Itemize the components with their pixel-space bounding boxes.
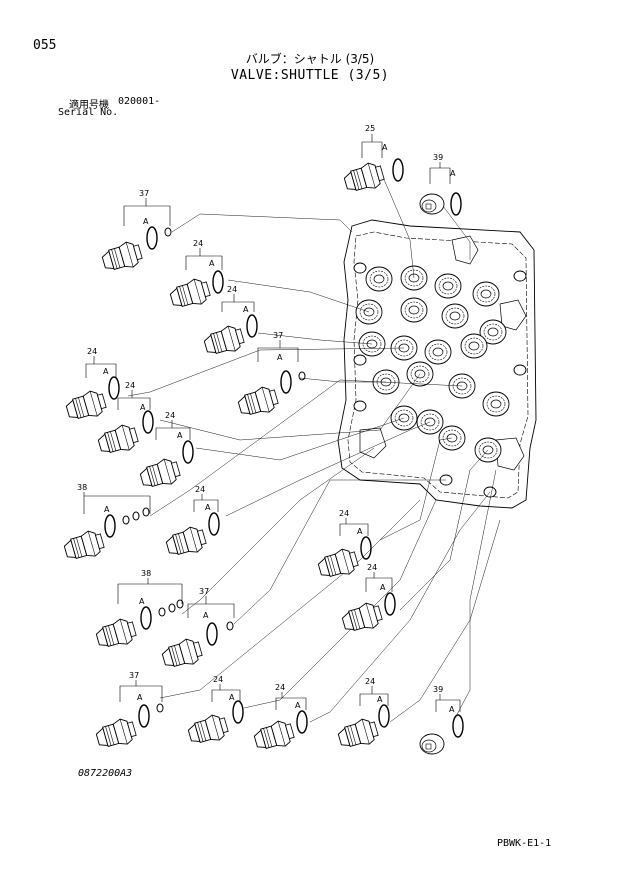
callout-24-b: 24: [227, 285, 237, 294]
fitting-37-bottom: [93, 715, 139, 752]
callout-24-j: 24: [275, 683, 285, 692]
callout-labels: 25 39 37 24 24 37 24 24 24 38 24 24 24 3…: [77, 124, 443, 694]
callout-24-h: 24: [367, 563, 377, 572]
fitting-24-d: [95, 421, 141, 458]
fitting-24-k: [335, 715, 381, 752]
plug-39-bottom: [419, 733, 445, 755]
a-marker: A: [357, 527, 363, 536]
callout-39-top: 39: [433, 153, 443, 162]
a-marker: A: [450, 169, 456, 178]
a-marker: A: [382, 143, 388, 152]
fitting-38-b: [93, 615, 139, 652]
fitting-24-g: [315, 545, 361, 582]
a-marker: A: [139, 597, 145, 606]
serial-label-english: Serial No.: [58, 107, 119, 118]
a-marker: A: [203, 611, 209, 620]
o-rings: [104, 158, 464, 738]
fitting-37-top: [99, 238, 145, 275]
a-marker: A: [295, 701, 301, 710]
callout-39-bottom: 39: [433, 685, 443, 694]
a-marker: A: [140, 403, 146, 412]
a-marker: A: [449, 705, 455, 714]
callout-37-low: 37: [199, 587, 209, 596]
callout-24-f: 24: [195, 485, 205, 494]
callout-24-c: 24: [87, 347, 97, 356]
a-marker: A: [277, 353, 283, 362]
fitting-38-a: [61, 527, 107, 564]
fitting-24-j: [251, 717, 297, 754]
callout-24-e: 24: [165, 411, 175, 420]
callout-24-k: 24: [365, 677, 375, 686]
a-marker: A: [205, 503, 211, 512]
callout-37-mid: 37: [273, 331, 283, 340]
page-number: 055: [33, 38, 57, 53]
serial-label-japanese: 適用号機: [69, 100, 109, 111]
fitting-24-f: [163, 523, 209, 560]
plug-39-top: [419, 193, 445, 215]
fitting-24-h: [339, 599, 385, 636]
callout-24-d: 24: [125, 381, 135, 390]
callout-37-top: 37: [139, 189, 149, 198]
a-marker: A: [380, 583, 386, 592]
a-marker: A: [137, 693, 143, 702]
callout-24-a: 24: [193, 239, 203, 248]
fitting-24-a: [167, 275, 213, 312]
document-code: PBWK-E1-1: [497, 838, 552, 849]
drawing-number: 0872200A3: [78, 768, 133, 779]
fitting-37-mid: [235, 383, 281, 420]
a-marker: A: [143, 217, 149, 226]
serial-number-value: 020001-: [118, 96, 161, 107]
callout-24-g: 24: [339, 509, 349, 518]
fitting-24-i: [185, 711, 231, 748]
fitting-25: [341, 159, 387, 196]
a-marker: A: [104, 505, 110, 514]
a-marker: A: [177, 431, 183, 440]
leader-lines: [127, 169, 501, 723]
a-markers: A A A A A A A A A A A A A A A A A A A A: [103, 143, 456, 714]
a-marker: A: [209, 259, 215, 268]
callout-25: 25: [365, 124, 375, 133]
fitting-24-c: [63, 387, 109, 424]
a-marker: A: [229, 693, 235, 702]
title-japanese: バルブ：シャトル (3/5): [245, 52, 375, 66]
callout-brackets: [83, 134, 461, 712]
callout-38-a: 38: [77, 483, 87, 492]
fitting-37-low: [159, 635, 205, 672]
fitting-24-b: [201, 322, 247, 359]
fitting-24-e: [137, 455, 183, 492]
a-marker: A: [377, 695, 383, 704]
callout-24-i: 24: [213, 675, 223, 684]
a-marker: A: [103, 367, 109, 376]
a-marker: A: [243, 305, 249, 314]
valve-body: [337, 219, 537, 509]
callout-38-b: 38: [141, 569, 151, 578]
callout-37-bottom: 37: [129, 671, 139, 680]
title-english: VALVE:SHUTTLE (3/5): [230, 68, 390, 83]
